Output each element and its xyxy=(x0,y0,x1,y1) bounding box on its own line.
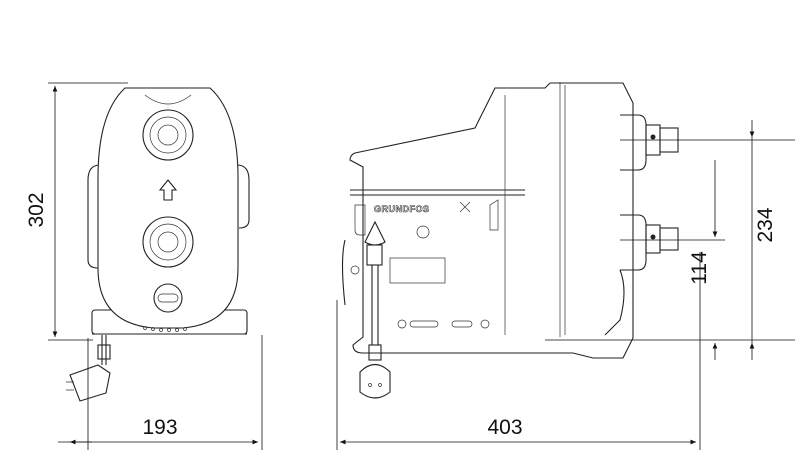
front-view-pump xyxy=(66,87,250,402)
dimension-height-114: 114 xyxy=(620,160,725,360)
dim-label-114: 114 xyxy=(688,251,711,285)
dimension-height-302: 302 xyxy=(25,82,128,341)
dimension-length-403: 403 xyxy=(336,252,701,450)
outlet-connection xyxy=(620,114,679,171)
dim-label-302: 302 xyxy=(25,192,48,227)
side-view-pump: GRUNDFOS xyxy=(341,82,679,399)
dimension-width-193: 193 xyxy=(58,335,263,450)
dim-label-403: 403 xyxy=(487,416,522,439)
grundfos-logo: GRUNDFOS xyxy=(374,204,430,214)
dimension-height-234: 234 xyxy=(545,120,795,360)
inlet-connection xyxy=(620,214,679,271)
dim-label-193: 193 xyxy=(142,416,177,439)
dim-label-234: 234 xyxy=(754,207,777,242)
